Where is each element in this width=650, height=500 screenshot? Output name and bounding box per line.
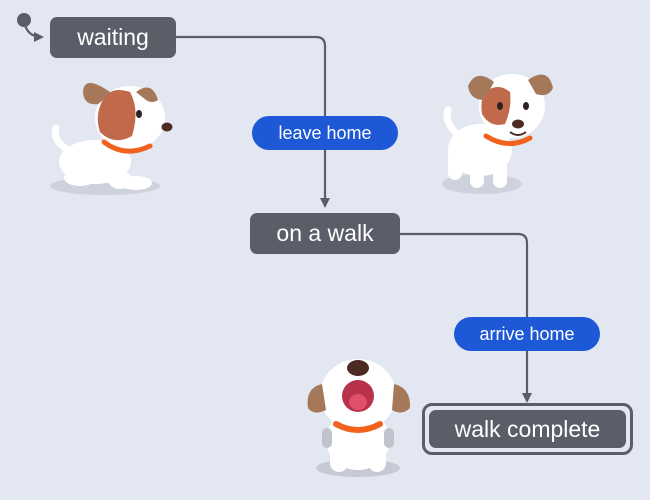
transition-leave-home[interactable]: leave home	[252, 116, 398, 150]
state-on-a-walk-label: on a walk	[276, 220, 374, 246]
transition-arrive-home[interactable]: arrive home	[454, 317, 600, 351]
state-walk-complete[interactable]: walk complete	[422, 403, 633, 455]
dog-standing-icon	[442, 74, 553, 194]
dog-happy-icon	[307, 359, 411, 477]
dog-lying-icon	[50, 83, 173, 195]
initial-transition-edge	[22, 19, 44, 42]
state-walk-complete-inner: walk complete	[429, 410, 626, 448]
state-walk-complete-label: walk complete	[454, 415, 601, 442]
state-waiting[interactable]: waiting	[50, 17, 176, 58]
state-waiting-label: waiting	[77, 24, 149, 50]
edge-waiting-to-on-a-walk	[176, 35, 330, 208]
state-on-a-walk[interactable]: on a walk	[250, 213, 400, 254]
transition-arrive-home-label: arrive home	[479, 324, 575, 344]
edge-on-a-walk-to-walk-complete	[400, 232, 532, 403]
transition-leave-home-label: leave home	[278, 123, 372, 143]
